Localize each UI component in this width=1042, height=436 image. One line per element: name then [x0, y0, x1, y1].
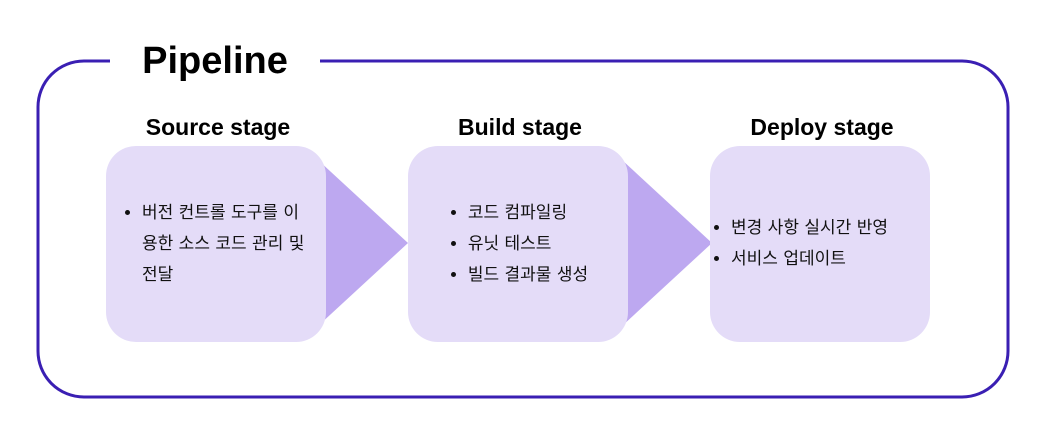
build-stage-box: 코드 컴파일링 유닛 테스트 빌드 결과물 생성 [408, 146, 628, 342]
build-stage-item: 코드 컴파일링 [468, 198, 588, 229]
deploy-stage-title: Deploy stage [750, 114, 894, 140]
build-stage-item: 빌드 결과물 생성 [468, 260, 588, 291]
deploy-stage-box: 변경 사항 실시간 반영 서비스 업데이트 [710, 146, 930, 342]
source-stage-box: 버전 컨트롤 도구를 이용한 소스 코드 관리 및 전달 [106, 146, 326, 342]
deploy-stage-item: 변경 사항 실시간 반영 [731, 213, 927, 244]
pipeline-border [36, 59, 1010, 399]
deploy-stage-item: 서비스 업데이트 [731, 244, 927, 275]
source-stage-list: 버전 컨트롤 도구를 이용한 소스 코드 관리 및 전달 [122, 198, 310, 291]
build-stage-item: 유닛 테스트 [468, 229, 588, 260]
arrow-source-to-build [318, 160, 408, 326]
build-stage-title: Build stage [458, 114, 582, 140]
deploy-stage-list: 변경 사항 실시간 반영 서비스 업데이트 [713, 213, 927, 275]
pipeline-title: Pipeline [110, 36, 320, 86]
source-stage-item: 버전 컨트롤 도구를 이용한 소스 코드 관리 및 전달 [142, 198, 310, 291]
build-stage-list: 코드 컴파일링 유닛 테스트 빌드 결과물 생성 [448, 198, 588, 291]
source-stage-title: Source stage [145, 114, 291, 140]
arrow-build-to-deploy [622, 160, 712, 326]
